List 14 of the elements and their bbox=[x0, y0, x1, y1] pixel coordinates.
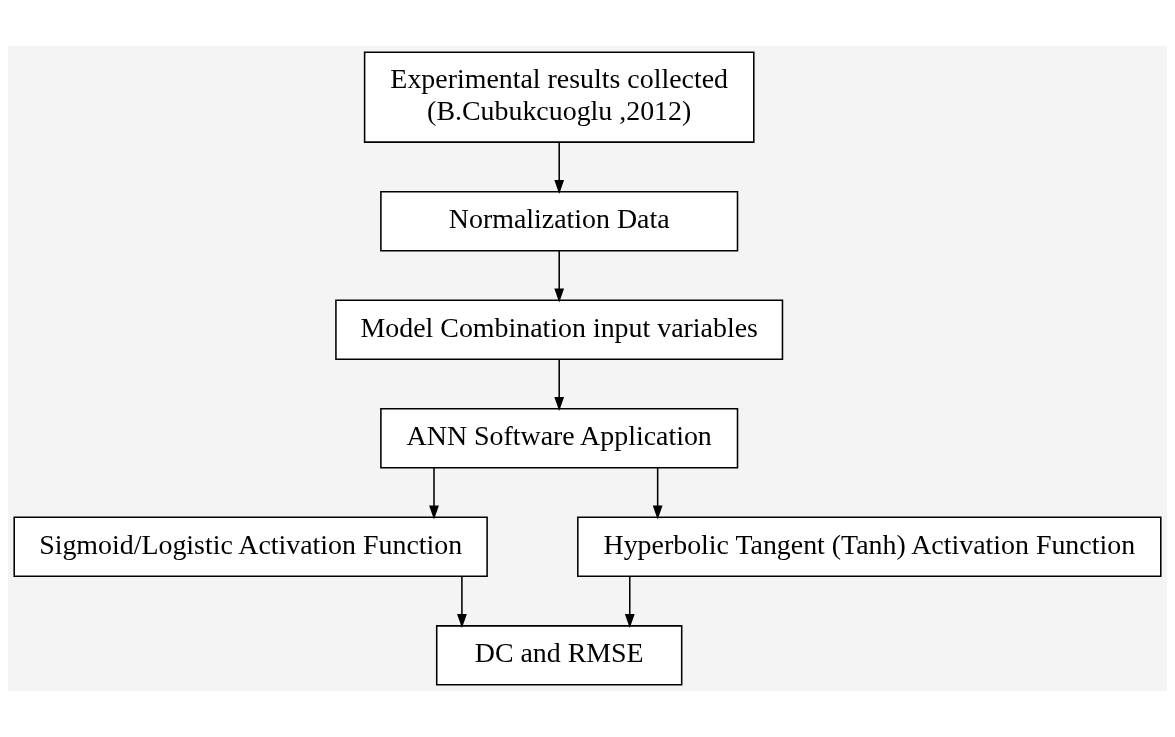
arrow bbox=[554, 141, 565, 194]
arrow bbox=[652, 467, 663, 520]
node-box: Sigmoid/Logistic Activation Function bbox=[13, 516, 488, 578]
node-box: DC and RMSE bbox=[435, 625, 683, 686]
node-box: Hyperbolic Tangent (Tanh) Activation Function bbox=[577, 516, 1162, 578]
node-box: Experimental results collected (B.Cubukcuoglu ,2012) bbox=[363, 51, 755, 143]
arrow bbox=[624, 575, 635, 629]
node-box: Model Combination input variables bbox=[335, 299, 784, 360]
node-box: Normalization Data bbox=[380, 190, 739, 252]
arrow bbox=[429, 467, 439, 520]
arrow bbox=[554, 250, 565, 303]
arrow bbox=[457, 575, 467, 629]
arrow bbox=[554, 358, 565, 411]
node-box: ANN Software Application bbox=[380, 408, 739, 469]
